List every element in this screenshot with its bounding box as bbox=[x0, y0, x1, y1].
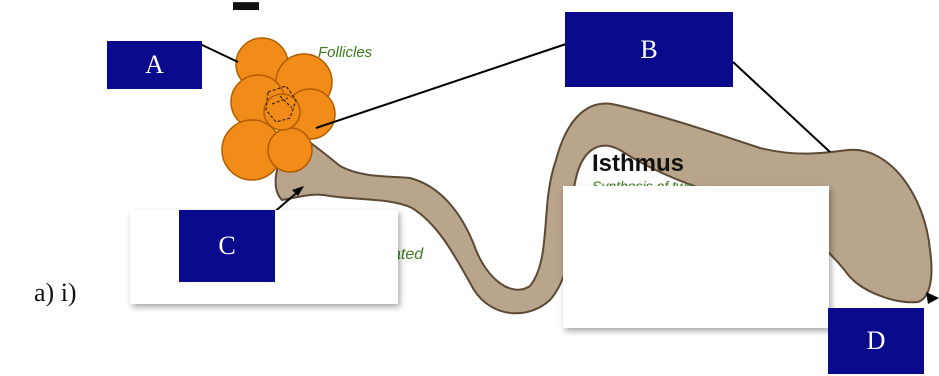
isthmus-label: Isthmus bbox=[592, 150, 684, 178]
follicles-label: Follicles bbox=[318, 44, 372, 61]
leader-line-d bbox=[733, 62, 830, 152]
cutoff-heading-fragment: ▬ bbox=[233, 0, 259, 17]
question-number: a) i) bbox=[34, 278, 77, 308]
answer-box-d bbox=[563, 186, 829, 328]
label-d: D bbox=[828, 308, 924, 374]
label-a: A bbox=[107, 41, 202, 89]
label-b: B bbox=[565, 12, 733, 87]
arrowhead-d bbox=[926, 292, 939, 304]
leader-line-a bbox=[200, 44, 238, 62]
label-c: C bbox=[179, 210, 275, 282]
